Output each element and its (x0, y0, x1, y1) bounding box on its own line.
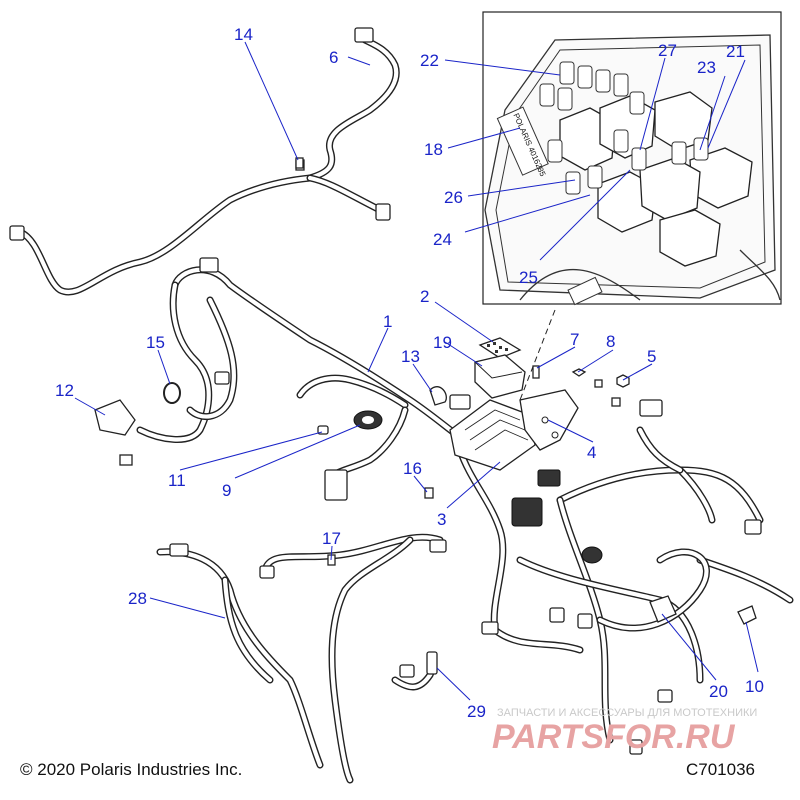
callout-17: 17 (322, 529, 341, 548)
callout-26: 26 (444, 188, 463, 207)
wire-clip (295, 157, 304, 169)
fuse-box-cover (474, 354, 526, 399)
callout-23: 23 (697, 58, 716, 77)
callout-4: 4 (587, 443, 596, 462)
callout-28: 28 (128, 589, 147, 608)
cable-ring (163, 382, 181, 404)
cable-tie (424, 487, 434, 499)
callout-9: 9 (222, 481, 231, 500)
callout-11: 11 (168, 471, 186, 490)
callout-22: 22 (420, 51, 439, 70)
callout-18: 18 (424, 140, 443, 159)
callout-6: 6 (329, 48, 338, 67)
connector-cluster (94, 399, 136, 466)
callout-20: 20 (709, 682, 728, 701)
grommet (353, 410, 383, 430)
callout-27: 27 (658, 41, 677, 60)
fuse-row (539, 61, 709, 195)
leader-lines (74, 41, 759, 701)
callout-8: 8 (606, 332, 615, 351)
callout-12: 12 (55, 381, 74, 400)
callout-13: 13 (401, 347, 420, 366)
callout-19: 19 (433, 333, 452, 352)
callout-5: 5 (647, 347, 656, 366)
relay-connector (649, 595, 677, 623)
callout-labels: 1 2 3 4 5 6 7 8 9 10 11 12 13 14 15 16 1… (55, 25, 764, 721)
callout-2: 2 (420, 287, 429, 306)
front-harness (9, 27, 400, 296)
hose-clamp (429, 386, 447, 406)
sensor-lead (391, 651, 438, 691)
callout-25: 25 (519, 268, 538, 287)
engine-connectors (199, 257, 762, 755)
callout-10: 10 (745, 677, 764, 696)
detail-link-line (519, 309, 556, 401)
callout-24: 24 (433, 230, 452, 249)
diagram-code: C701036 (686, 760, 755, 779)
watermark-logo: PARTSFOR.RU (492, 718, 736, 756)
callout-16: 16 (403, 459, 422, 478)
callout-7: 7 (570, 330, 579, 349)
fuse-box (449, 399, 536, 471)
callout-1: 1 (383, 312, 392, 331)
battery-cable-harness (156, 543, 324, 769)
watermark: ЗАПЧАСТИ И АКСЕССУАРЫ ДЛЯ МОТОТЕХНИКИ PA… (492, 707, 757, 756)
callout-14: 14 (234, 25, 253, 44)
fuse-box-inset: POLARIS 4016285 (444, 11, 782, 306)
callout-3: 3 (437, 510, 446, 529)
copyright-notice: © 2020 Polaris Industries Inc. (20, 760, 242, 779)
callout-15: 15 (146, 333, 165, 352)
callout-29: 29 (467, 702, 486, 721)
watermark-text: ЗАПЧАСТИ И АКСЕССУАРЫ ДЛЯ МОТОТЕХНИКИ (497, 707, 757, 719)
harness-clip (737, 605, 757, 625)
fuse-label-sheet (478, 337, 522, 359)
callout-21: 21 (726, 42, 745, 61)
main-harness (136, 266, 794, 784)
